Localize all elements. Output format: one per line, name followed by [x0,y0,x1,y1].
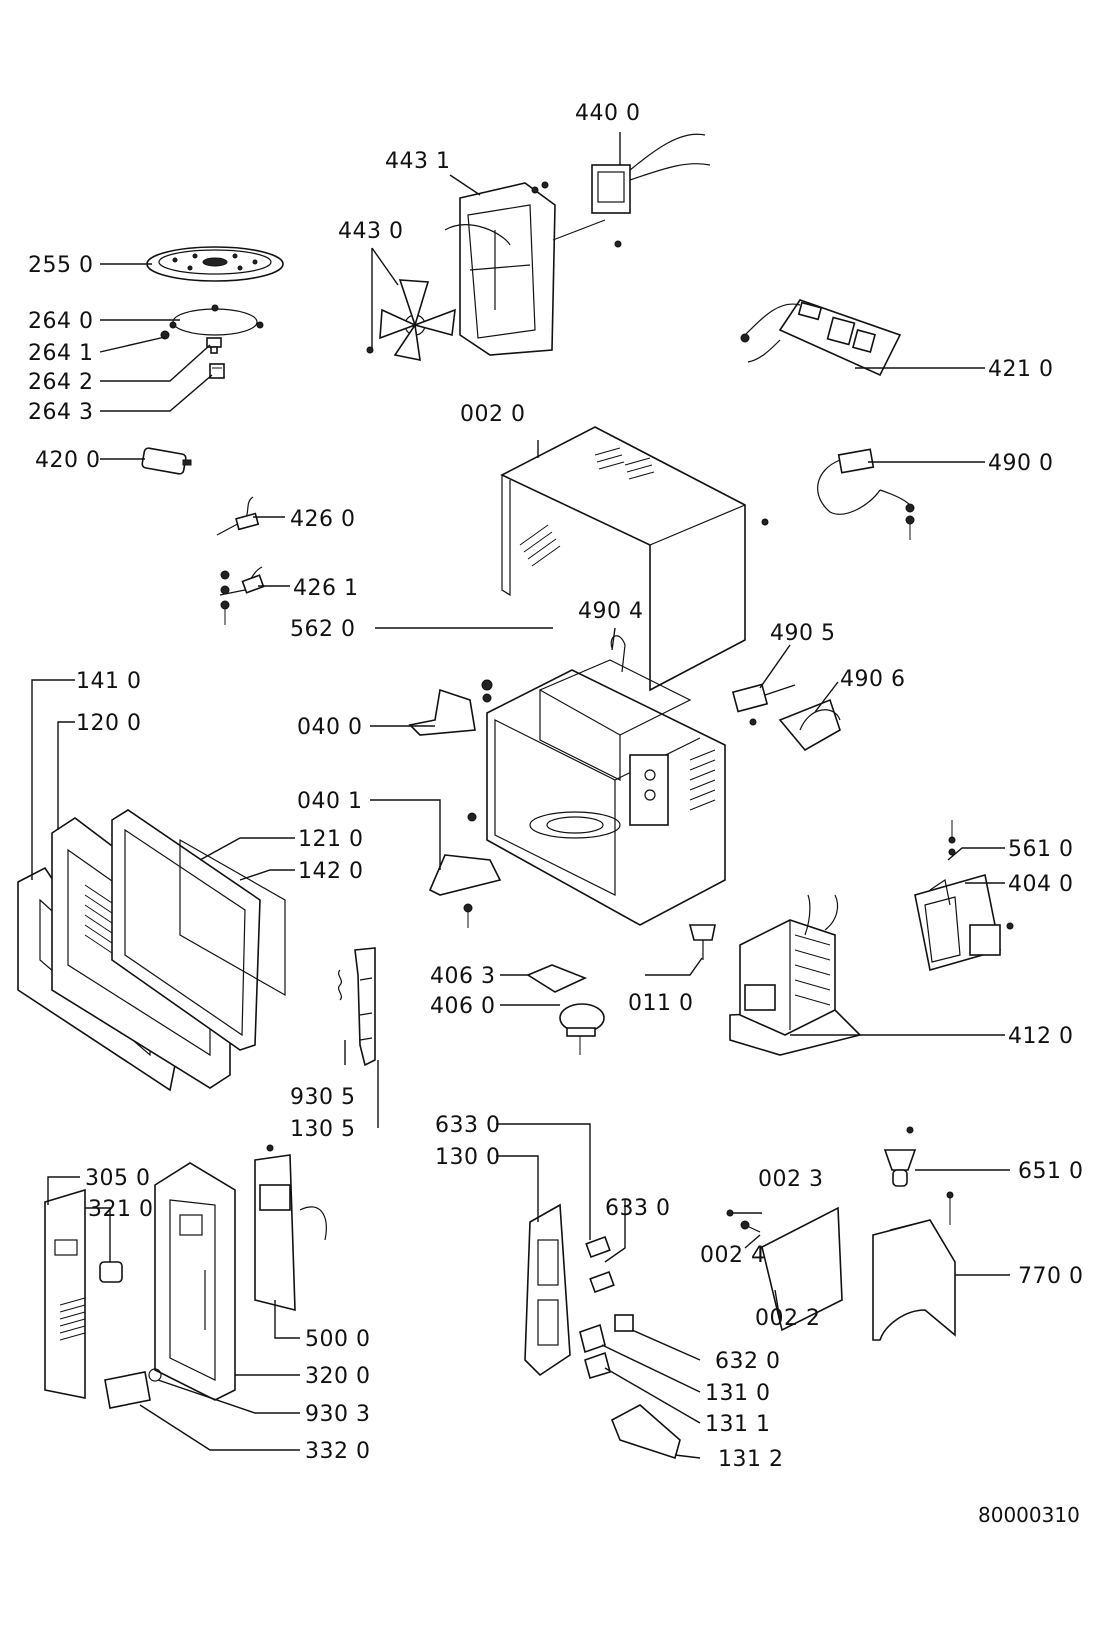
oven-lamp [883,1126,917,1187]
high-voltage-transformer [729,894,862,1056]
outer-cabinet [500,426,769,692]
callout-121-0: 121 0 [298,827,363,852]
callout-040-1: 040 1 [297,789,362,814]
callout-002-3: 002 3 [758,1167,823,1192]
lamp-and-holder [731,683,841,752]
callout-321-0: 321 0 [88,1197,153,1222]
callout-120-0: 120 0 [76,711,141,736]
oven-cavity-chassis [481,635,726,926]
cavity-brackets [408,688,502,928]
callout-131-1: 131 1 [705,1412,770,1437]
callout-002-4: 002 4 [700,1243,765,1268]
waveguide-cover-plate [726,1206,843,1332]
callout-490-0: 490 0 [988,451,1053,476]
callout-651-0: 651 0 [1018,1159,1083,1184]
callout-632-0: 632 0 [715,1349,780,1374]
callout-002-0: 002 0 [460,402,525,427]
callout-130-0: 130 0 [435,1145,500,1170]
turntable-glass-plate [146,246,284,282]
callout-332-0: 332 0 [305,1439,370,1464]
turntable-drive-spindle [688,924,716,960]
callout-443-0: 443 0 [338,219,403,244]
callout-490-6: 490 6 [840,667,905,692]
turntable-coupler [206,337,225,379]
door-interlock-assembly [524,1203,681,1460]
callout-421-0: 421 0 [988,357,1053,382]
callout-420-0: 420 0 [35,448,100,473]
callout-142-0: 142 0 [298,859,363,884]
door-latch-spring [337,947,376,1067]
leader-lines [31,132,1010,1459]
callout-633-0-mid: 633 0 [605,1196,670,1221]
control-circuit-board [740,299,902,377]
callout-002-2: 002 2 [755,1306,820,1331]
callout-500-0: 500 0 [305,1327,370,1352]
callout-633-0-top: 633 0 [435,1113,500,1138]
callout-426-1: 426 1 [293,576,358,601]
callout-264-0: 264 0 [28,309,93,334]
callout-443-1: 443 1 [385,149,450,174]
magnetron [914,820,1014,972]
callout-406-3: 406 3 [430,964,495,989]
callout-562-0: 562 0 [290,617,355,642]
callout-426-0: 426 0 [290,507,355,532]
callout-305-0: 305 0 [85,1166,150,1191]
high-voltage-capacitor [141,447,192,475]
door-assembly [17,809,286,1092]
callout-320-0: 320 0 [305,1364,370,1389]
fan-motor-assembly [366,133,711,362]
callout-131-2: 131 2 [718,1447,783,1472]
callout-131-0: 131 0 [705,1381,770,1406]
callout-labels: 255 0 264 0 264 1 264 2 264 3 420 0 426 … [28,101,1083,1527]
callout-770-0: 770 0 [1018,1264,1083,1289]
turntable-motor [526,964,605,1055]
callout-490-4: 490 4 [578,599,643,624]
callout-255-0: 255 0 [28,253,93,278]
callout-130-5: 130 5 [290,1117,355,1142]
callout-490-5: 490 5 [770,621,835,646]
callout-404-0: 404 0 [1008,872,1073,897]
callout-412-0: 412 0 [1008,1024,1073,1049]
drawing-reference-number: 80000310 [978,1503,1080,1527]
callout-264-1: 264 1 [28,341,93,366]
callout-264-3: 264 3 [28,400,93,425]
callout-930-5: 930 5 [290,1085,355,1110]
callout-561-0: 561 0 [1008,837,1073,862]
control-panel-assembly [44,1144,327,1409]
roller-ring [160,304,264,340]
callout-930-3: 930 3 [305,1402,370,1427]
callout-011-0: 011 0 [628,991,693,1016]
callout-141-0: 141 0 [76,669,141,694]
callout-440-0: 440 0 [575,101,640,126]
callout-264-2: 264 2 [28,370,93,395]
mains-filter-cord [817,448,915,540]
air-guide-cover [872,1191,956,1341]
callout-040-0: 040 0 [297,715,362,740]
callout-406-0: 406 0 [430,994,495,1019]
fuse-assembly [216,496,265,625]
